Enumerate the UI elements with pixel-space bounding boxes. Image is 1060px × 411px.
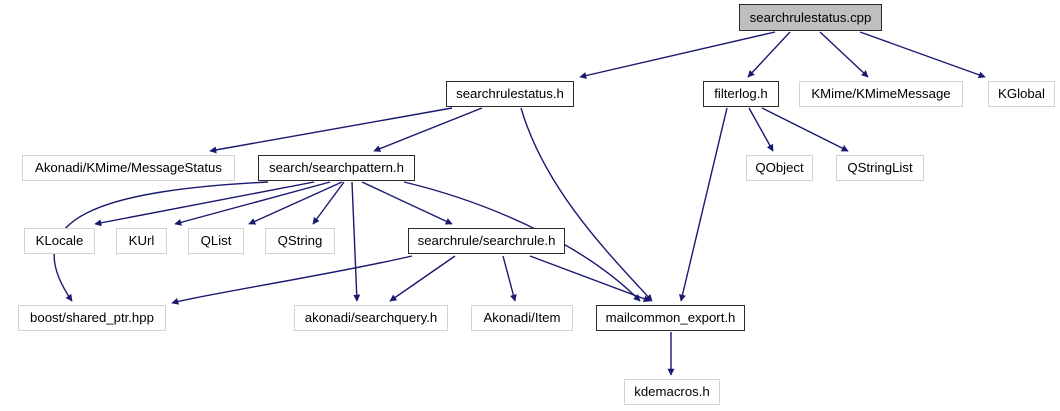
edge-srsh-to-mailcommon-export (520, 107, 653, 302)
node-label: QObject (755, 160, 804, 176)
node-kglobal[interactable]: KGlobal (988, 81, 1055, 107)
node-label: mailcommon_export.h (605, 310, 736, 326)
node-label: QStringList (847, 160, 913, 176)
node-label: filterlog.h (714, 86, 768, 102)
node-label: searchrule/searchrule.h (417, 233, 556, 249)
node-label: KLocale (35, 233, 84, 249)
node-label: KGlobal (998, 86, 1045, 102)
edge-searchpattern-to-qlist (248, 181, 343, 225)
node-kmime-kmimemessage[interactable]: KMime/KMimeMessage (799, 81, 963, 107)
edge-srsh-to-messagestatus (209, 107, 453, 154)
node-label: boost/shared_ptr.hpp (30, 310, 154, 326)
edge-searchrule-to-item (502, 255, 517, 302)
node-label: QString (277, 233, 323, 249)
node-qstring[interactable]: QString (265, 228, 335, 254)
node-label: akonadi/searchquery.h (304, 310, 438, 326)
edge-searchpattern-to-qstring (312, 181, 345, 225)
node-searchrule-searchrule-h[interactable]: searchrule/searchrule.h (408, 228, 565, 254)
node-klocale[interactable]: KLocale (24, 228, 95, 254)
node-akonadi-searchquery-h[interactable]: akonadi/searchquery.h (294, 305, 448, 331)
edge-searchpattern-to-searchquery (351, 181, 361, 302)
edge-searchrule-to-mailcommon-export (529, 255, 651, 303)
node-qstringlist[interactable]: QStringList (836, 155, 924, 181)
node-qlist[interactable]: QList (188, 228, 244, 254)
node-label: kdemacros.h (634, 384, 710, 400)
edge-cpp-to-filterlog-h (747, 31, 791, 78)
edge-filterlog-to-mailcommon-export (679, 107, 728, 302)
node-search-searchpattern-h[interactable]: search/searchpattern.h (258, 155, 415, 181)
node-mailcommon-export-h[interactable]: mailcommon_export.h (596, 305, 745, 331)
node-filterlog-h[interactable]: filterlog.h (703, 81, 779, 107)
node-label: QList (200, 233, 232, 249)
node-boost-shared-ptr-hpp[interactable]: boost/shared_ptr.hpp (18, 305, 166, 331)
node-label: Akonadi/KMime/MessageStatus (35, 160, 222, 176)
edge-cpp-to-kmimemessage (819, 31, 869, 78)
node-kdemacros-h[interactable]: kdemacros.h (624, 379, 720, 405)
edge-filterlog-to-qobject (748, 107, 774, 152)
node-searchrulestatus-h[interactable]: searchrulestatus.h (446, 81, 574, 107)
edge-cpp-to-searchrulestatus-h (579, 31, 776, 79)
node-label: searchrulestatus.h (456, 86, 564, 102)
node-label: Akonadi/Item (483, 310, 561, 326)
node-label: search/searchpattern.h (269, 160, 404, 176)
node-akonadi-item[interactable]: Akonadi/Item (471, 305, 573, 331)
node-kurl[interactable]: KUrl (116, 228, 167, 254)
edge-searchpattern-to-searchrule (361, 181, 453, 225)
node-label: KUrl (128, 233, 155, 249)
edge-searchrule-to-searchquery (389, 255, 456, 302)
node-searchrulestatus-cpp[interactable]: searchrulestatus.cpp (739, 4, 882, 31)
edge-searchpattern-to-klocale (94, 181, 315, 227)
edge-searchpattern-to-kurl (174, 181, 331, 226)
edge-cpp-to-kglobal (859, 31, 986, 79)
node-label: KMime/KMimeMessage (811, 86, 951, 102)
edge-filterlog-to-qstringlist (761, 107, 849, 152)
node-akonadi-kmime-messagestatus[interactable]: Akonadi/KMime/MessageStatus (22, 155, 235, 181)
edge-srsh-to-searchpattern (373, 107, 483, 152)
node-qobject[interactable]: QObject (746, 155, 813, 181)
node-label: searchrulestatus.cpp (749, 9, 872, 25)
edge-searchrule-to-boost (171, 255, 413, 305)
